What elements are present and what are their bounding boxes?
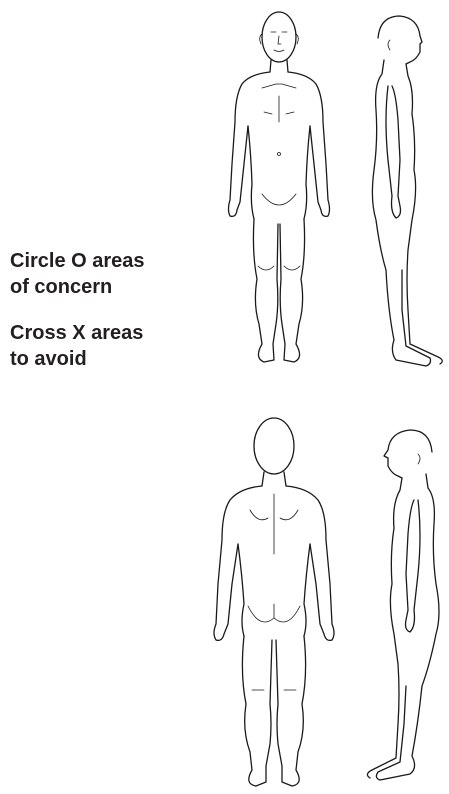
cross-instruction: Cross X areas to avoid [10,320,210,372]
body-front-view-icon[interactable] [224,4,334,374]
body-side-view-left-icon[interactable] [360,424,448,790]
instructions-text: Circle O areas of concern Cross X areas … [10,248,210,372]
cross-instruction-line-1: Cross X areas [10,322,143,344]
circle-instruction-line-1: Circle O areas [10,250,145,272]
cross-instruction-line-2: to avoid [10,348,87,370]
circle-instruction-line-2: of concern [10,276,112,298]
body-back-view-icon[interactable] [210,414,338,790]
circle-instruction: Circle O areas of concern [10,248,210,300]
body-side-view-right-icon[interactable] [366,10,449,374]
